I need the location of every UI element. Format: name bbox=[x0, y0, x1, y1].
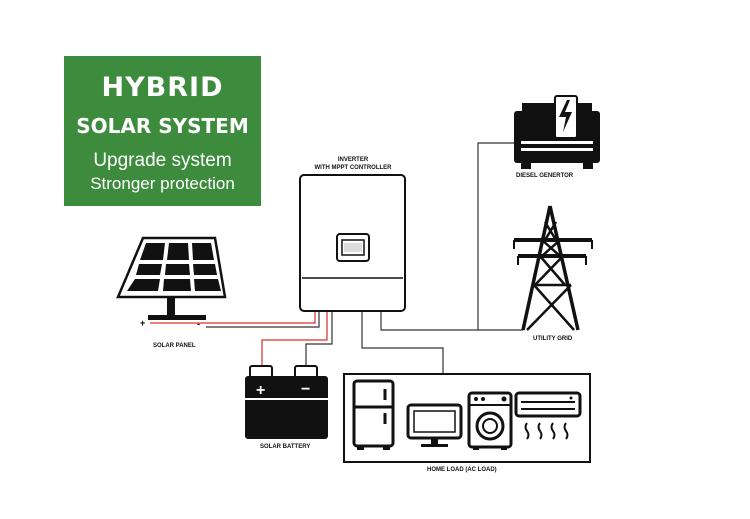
panel-negative-wire bbox=[206, 310, 320, 328]
svg-text:+: + bbox=[256, 382, 265, 399]
banner-title: HYBRID bbox=[101, 72, 224, 103]
washing-machine-icon bbox=[467, 391, 513, 450]
transmission-tower-icon bbox=[513, 205, 593, 331]
banner-subtitle: SOLAR SYSTEM bbox=[76, 114, 249, 138]
battery-icon: + − bbox=[245, 365, 328, 439]
solar-panel-label: SOLAR PANEL bbox=[153, 343, 196, 349]
panel-minus-terminal: - bbox=[197, 319, 200, 329]
diesel-generator-label: DIESEL GENERTOR bbox=[516, 173, 574, 179]
home-load-label: HOME LOAD (AC LOAD) bbox=[427, 467, 497, 473]
svg-text:−: − bbox=[301, 381, 310, 398]
banner-tagline-1: Upgrade system bbox=[93, 150, 232, 171]
diesel-generator-icon bbox=[514, 95, 600, 169]
panel-positive-wire bbox=[150, 310, 316, 324]
refrigerator-icon bbox=[352, 379, 395, 450]
utility-grid-label: UTILITY GRID bbox=[533, 336, 573, 342]
wiring bbox=[150, 142, 523, 374]
monitor-icon bbox=[406, 403, 463, 447]
solar-battery-label: SOLAR BATTERY bbox=[260, 444, 311, 450]
title-banner: HYBRID SOLAR SYSTEM Upgrade system Stron… bbox=[64, 56, 261, 206]
panel-plus-terminal: + bbox=[140, 318, 145, 328]
home-load-wire bbox=[361, 310, 444, 374]
inverter-sublabel: WITH MPPT CONTROLLER bbox=[314, 165, 392, 171]
air-conditioner-icon bbox=[514, 391, 582, 440]
battery-negative-wire bbox=[305, 310, 333, 370]
inverter-icon bbox=[299, 174, 406, 312]
banner-tagline-2: Stronger protection bbox=[90, 174, 235, 193]
solar-panel-icon bbox=[116, 236, 227, 320]
battery-positive-wire bbox=[261, 310, 328, 370]
inverter-label: INVERTER bbox=[337, 157, 369, 163]
